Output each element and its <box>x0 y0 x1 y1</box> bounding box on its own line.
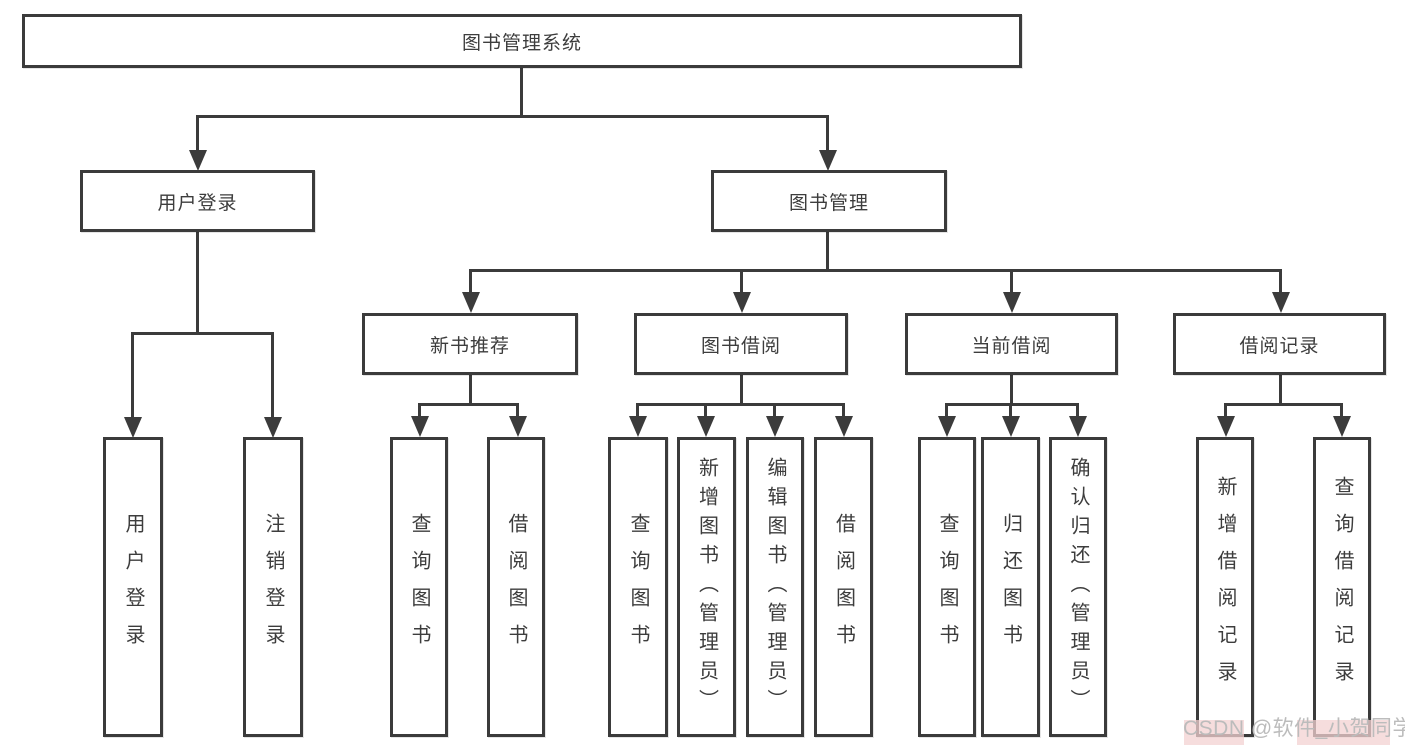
connector-drop <box>842 403 845 418</box>
arrowhead-down-icon <box>1002 416 1020 437</box>
connector-userlogin-rail <box>131 332 274 335</box>
connector-drop <box>1340 403 1343 418</box>
node-label: 图书管理系统 <box>461 32 582 54</box>
connector-drop <box>773 403 776 418</box>
connector-drop <box>196 115 199 152</box>
connector-drop <box>1010 269 1013 294</box>
node-query-books: 查询图书 <box>608 437 668 737</box>
arrowhead-down-icon <box>411 416 429 437</box>
node-edit-book-admin: 编辑图书（管理员） <box>746 437 804 737</box>
arrowhead-down-icon <box>1217 416 1235 437</box>
node-user-login: 用户登录 <box>80 170 315 232</box>
node-label: 查询借阅记录 <box>1331 476 1353 698</box>
node-current-borrowing: 当前借阅 <box>905 313 1118 375</box>
connector-records-stem <box>1279 375 1282 406</box>
connector-drop <box>1076 403 1079 418</box>
node-label: 注销登录 <box>262 513 284 661</box>
arrowhead-down-icon <box>835 416 853 437</box>
connector-bookmgmt-stem <box>826 232 829 272</box>
node-borrow-books: 借阅图书 <box>487 437 545 737</box>
node-label: 编辑图书（管理员） <box>764 456 786 718</box>
connector-drop <box>704 403 707 418</box>
node-query-books: 查询图书 <box>390 437 448 737</box>
connector-drop <box>740 269 743 294</box>
connector-drop <box>1009 403 1012 418</box>
node-new-book-recommendation: 新书推荐 <box>362 313 578 375</box>
node-label: 新增借阅记录 <box>1214 476 1236 698</box>
arrowhead-down-icon <box>462 292 480 313</box>
node-user-login-leaf: 用户登录 <box>103 437 163 737</box>
arrowhead-down-icon <box>1333 416 1351 437</box>
connector-records-rail <box>1224 403 1343 406</box>
node-borrowing-records: 借阅记录 <box>1173 313 1386 375</box>
node-label: 查询图书 <box>627 513 649 661</box>
node-confirm-return-admin: 确认归还（管理员） <box>1049 437 1107 737</box>
connector-drop <box>1224 403 1227 418</box>
connector-drop <box>418 403 421 418</box>
connector-drop <box>131 332 134 419</box>
arrowhead-down-icon <box>938 416 956 437</box>
connector-root-stem <box>520 68 523 118</box>
node-label: 图书借阅 <box>700 335 781 357</box>
node-add-borrow-record: 新增借阅记录 <box>1196 437 1254 737</box>
node-query-borrow-record: 查询借阅记录 <box>1313 437 1371 737</box>
arrowhead-down-icon <box>509 416 527 437</box>
arrowhead-down-icon <box>189 150 207 171</box>
connector-userlogin-stem <box>196 232 199 335</box>
connector-recommend-stem <box>469 375 472 406</box>
connector-borrowing-stem <box>740 375 743 406</box>
node-return-books: 归还图书 <box>981 437 1040 737</box>
arrowhead-down-icon <box>124 417 142 438</box>
node-label: 图书管理 <box>788 192 869 214</box>
connector-drop <box>516 403 519 418</box>
node-label: 新增图书（管理员） <box>695 456 718 718</box>
connector-bookmgmt-rail <box>469 269 1282 272</box>
connector-drop <box>271 332 274 419</box>
node-label: 用户登录 <box>122 513 144 661</box>
node-label: 当前借阅 <box>971 335 1052 357</box>
connector-drop <box>1279 269 1282 294</box>
node-label: 归还图书 <box>999 513 1022 661</box>
arrowhead-down-icon <box>264 417 282 438</box>
node-label: 用户登录 <box>157 192 238 214</box>
connector-current-rail <box>945 403 1079 406</box>
arrowhead-down-icon <box>1272 292 1290 313</box>
arrowhead-down-icon <box>1003 292 1021 313</box>
arrowhead-down-icon <box>819 150 837 171</box>
node-book-management: 图书管理 <box>711 170 947 232</box>
node-label: 确认归还（管理员） <box>1067 456 1089 718</box>
node-label: 借阅图书 <box>505 513 527 661</box>
node-logout: 注销登录 <box>243 437 303 737</box>
arrowhead-down-icon <box>766 416 784 437</box>
connector-borrowing-rail <box>636 403 845 406</box>
watermark-text: CSDN @软件_小贺同学 <box>1183 717 1405 740</box>
node-book-borrowing: 图书借阅 <box>634 313 848 375</box>
arrowhead-down-icon <box>629 416 647 437</box>
arrowhead-down-icon <box>697 416 715 437</box>
arrowhead-down-icon <box>733 292 751 313</box>
node-borrow-books: 借阅图书 <box>814 437 873 737</box>
node-library-system: 图书管理系统 <box>22 14 1022 68</box>
connector-drop <box>945 403 948 418</box>
node-label: 借阅图书 <box>832 513 855 661</box>
node-label: 借阅记录 <box>1239 335 1320 357</box>
connector-recommend-rail <box>418 403 519 406</box>
connector-drop <box>469 269 472 294</box>
connector-drop <box>826 115 829 152</box>
node-label: 查询图书 <box>408 513 430 661</box>
node-query-books: 查询图书 <box>918 437 976 737</box>
node-label: 查询图书 <box>936 513 958 661</box>
node-label: 新书推荐 <box>429 335 510 357</box>
watermark-highlight <box>1297 720 1390 745</box>
connector-current-stem <box>1010 375 1013 406</box>
connector-root-rail <box>196 115 829 118</box>
watermark-highlight <box>1184 720 1244 745</box>
node-add-book-admin: 新增图书（管理员） <box>677 437 736 737</box>
connector-drop <box>636 403 639 418</box>
arrowhead-down-icon <box>1069 416 1087 437</box>
